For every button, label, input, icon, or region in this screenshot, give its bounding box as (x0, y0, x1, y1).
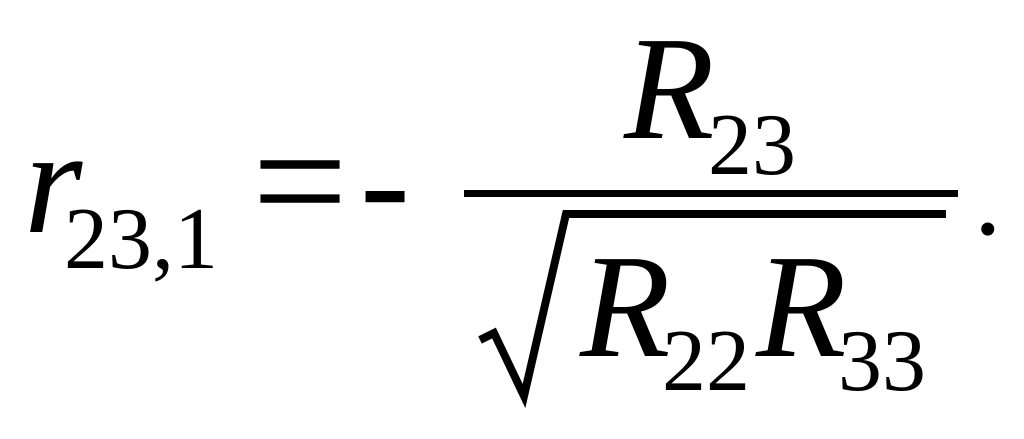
lhs-term: r 23,1 (24, 99, 218, 288)
equals-sign: = (252, 87, 348, 275)
period: . (974, 136, 1002, 258)
minus-sign: - (360, 99, 410, 265)
denominator-symbol-2: R (755, 225, 846, 389)
lhs-symbol: r (24, 99, 83, 265)
denominator-subscript-1: 22 (662, 313, 750, 410)
radical-icon (478, 210, 946, 409)
fraction-bar (464, 190, 958, 197)
numerator-subscript: 23 (708, 97, 796, 194)
denominator-subscript-2: 33 (838, 313, 926, 410)
denominator: R 22 R 33 (478, 210, 946, 410)
numerator-symbol: R (623, 7, 714, 171)
lhs-subscript: 23,1 (64, 191, 218, 288)
numerator: R 23 (623, 7, 796, 194)
denominator-symbol-1: R (579, 225, 670, 389)
